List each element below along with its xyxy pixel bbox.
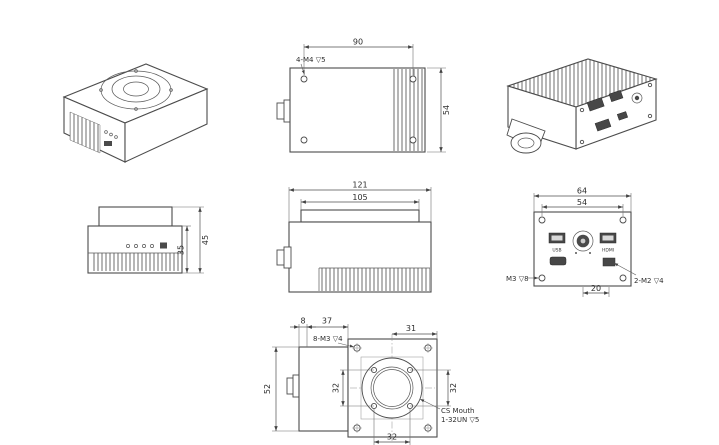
lens-front-ring bbox=[510, 132, 542, 154]
ring-screw-hole bbox=[99, 88, 103, 92]
hdmi-port bbox=[549, 256, 567, 266]
power-connector-pin bbox=[634, 95, 640, 101]
dim-hole-span: 90 bbox=[353, 38, 363, 47]
screw-hole bbox=[538, 274, 546, 282]
panel-screw bbox=[647, 113, 653, 119]
top-block bbox=[300, 209, 420, 223]
side-connector bbox=[160, 242, 167, 249]
dim-offset: 8 bbox=[300, 317, 305, 326]
ring-screw-hole bbox=[169, 88, 173, 92]
ring-screw-hole bbox=[134, 107, 138, 111]
vent-slots bbox=[69, 111, 101, 154]
dim-center-edge: 31 bbox=[406, 324, 416, 333]
indicator-led bbox=[104, 130, 108, 134]
dim-hole-span-bottom: 32 bbox=[387, 433, 397, 442]
thread-note: 4-M4 ▽5 bbox=[296, 56, 326, 64]
usb-tongue bbox=[551, 235, 563, 241]
usb-port bbox=[608, 89, 624, 103]
view-iso-front bbox=[62, 63, 209, 163]
status-led bbox=[589, 252, 591, 254]
heatsink-fins bbox=[319, 268, 430, 291]
view-side-dim-top: 90 4-M4 ▽5 54 bbox=[276, 38, 451, 153]
mount-note-line2: 1-32UN ▽5 bbox=[441, 416, 479, 424]
dim-hole-span: 54 bbox=[577, 198, 587, 207]
lens-mount-thread bbox=[370, 366, 414, 410]
ring-screw-hole bbox=[134, 69, 138, 73]
power-connector-pin bbox=[580, 238, 586, 244]
lens-ring-outer bbox=[100, 70, 172, 110]
usb-label: USB bbox=[552, 248, 561, 254]
screw-hole bbox=[619, 274, 627, 282]
screw-hole bbox=[409, 75, 417, 83]
lens-barrel-flange bbox=[283, 246, 292, 269]
dim-hole-span-right: 32 bbox=[449, 383, 458, 393]
vent-slots bbox=[91, 253, 179, 271]
thread-note-left: M3 ▽8 bbox=[506, 275, 529, 283]
indicator-led bbox=[150, 244, 154, 248]
screw-hole bbox=[300, 136, 308, 144]
usb-tongue bbox=[602, 235, 614, 241]
plate-screw-holes bbox=[352, 343, 433, 433]
dim-top-length: 105 bbox=[352, 193, 367, 202]
dim-height: 54 bbox=[442, 105, 451, 115]
view-front-face: 8 37 31 8-M3 ▽4 52 32 32 32 CS Mouth 1- bbox=[263, 317, 479, 445]
dim-hole-span-left: 32 bbox=[332, 383, 341, 393]
side-connector bbox=[104, 141, 112, 146]
screw-hole bbox=[538, 216, 546, 224]
panel-screw bbox=[647, 82, 653, 88]
thread-note-right: 2-M2 ▽4 bbox=[634, 277, 664, 285]
rear-panel bbox=[533, 211, 632, 287]
camera-left-face bbox=[507, 85, 577, 150]
dim-total-length: 121 bbox=[352, 181, 367, 190]
view-iso-rear bbox=[506, 58, 658, 154]
camera-side-face bbox=[124, 88, 208, 163]
dim-port-offset: 20 bbox=[591, 284, 601, 293]
panel-screw bbox=[579, 107, 585, 113]
hdmi-label: HDMI bbox=[602, 248, 614, 254]
mount-note-line1: CS Mouth bbox=[441, 407, 475, 415]
view-front-small: 45 35 bbox=[87, 206, 210, 274]
dim-total-height: 45 bbox=[201, 235, 210, 245]
lens-ring-mid bbox=[111, 75, 161, 103]
dim-body-width: 37 bbox=[322, 317, 332, 326]
lens-ring-inner bbox=[123, 81, 149, 97]
dim-height: 52 bbox=[263, 384, 272, 394]
aux-port bbox=[616, 111, 629, 121]
screw-hole bbox=[300, 75, 308, 83]
view-side-dim-mid: 121 105 bbox=[276, 181, 432, 293]
panel-screw bbox=[579, 139, 585, 145]
camera-body-side bbox=[298, 346, 349, 432]
heatsink-fins bbox=[392, 69, 424, 151]
usb-port bbox=[586, 97, 605, 112]
indicator-led bbox=[109, 132, 113, 137]
screw-hole bbox=[409, 136, 417, 144]
lens-mount-bore bbox=[373, 369, 411, 407]
screw-hole bbox=[619, 216, 627, 224]
lens-hood bbox=[98, 206, 173, 227]
power-connector bbox=[572, 230, 594, 252]
view-rear-panel: USB HDMI 64 54 M3 ▽8 20 2-M2 ▽4 bbox=[506, 187, 664, 297]
indicator-led bbox=[126, 244, 130, 248]
lens-front-inner bbox=[517, 137, 535, 149]
thread-note: 8-M3 ▽4 bbox=[313, 335, 343, 343]
status-led bbox=[575, 252, 577, 254]
power-connector bbox=[631, 92, 643, 104]
indicator-led bbox=[114, 135, 118, 139]
aux-port bbox=[602, 257, 616, 267]
hdmi-port bbox=[594, 118, 612, 132]
dim-total-width: 64 bbox=[577, 187, 587, 196]
indicator-led bbox=[142, 244, 146, 248]
dim-body-height: 35 bbox=[177, 245, 186, 255]
indicator-led bbox=[134, 244, 138, 248]
